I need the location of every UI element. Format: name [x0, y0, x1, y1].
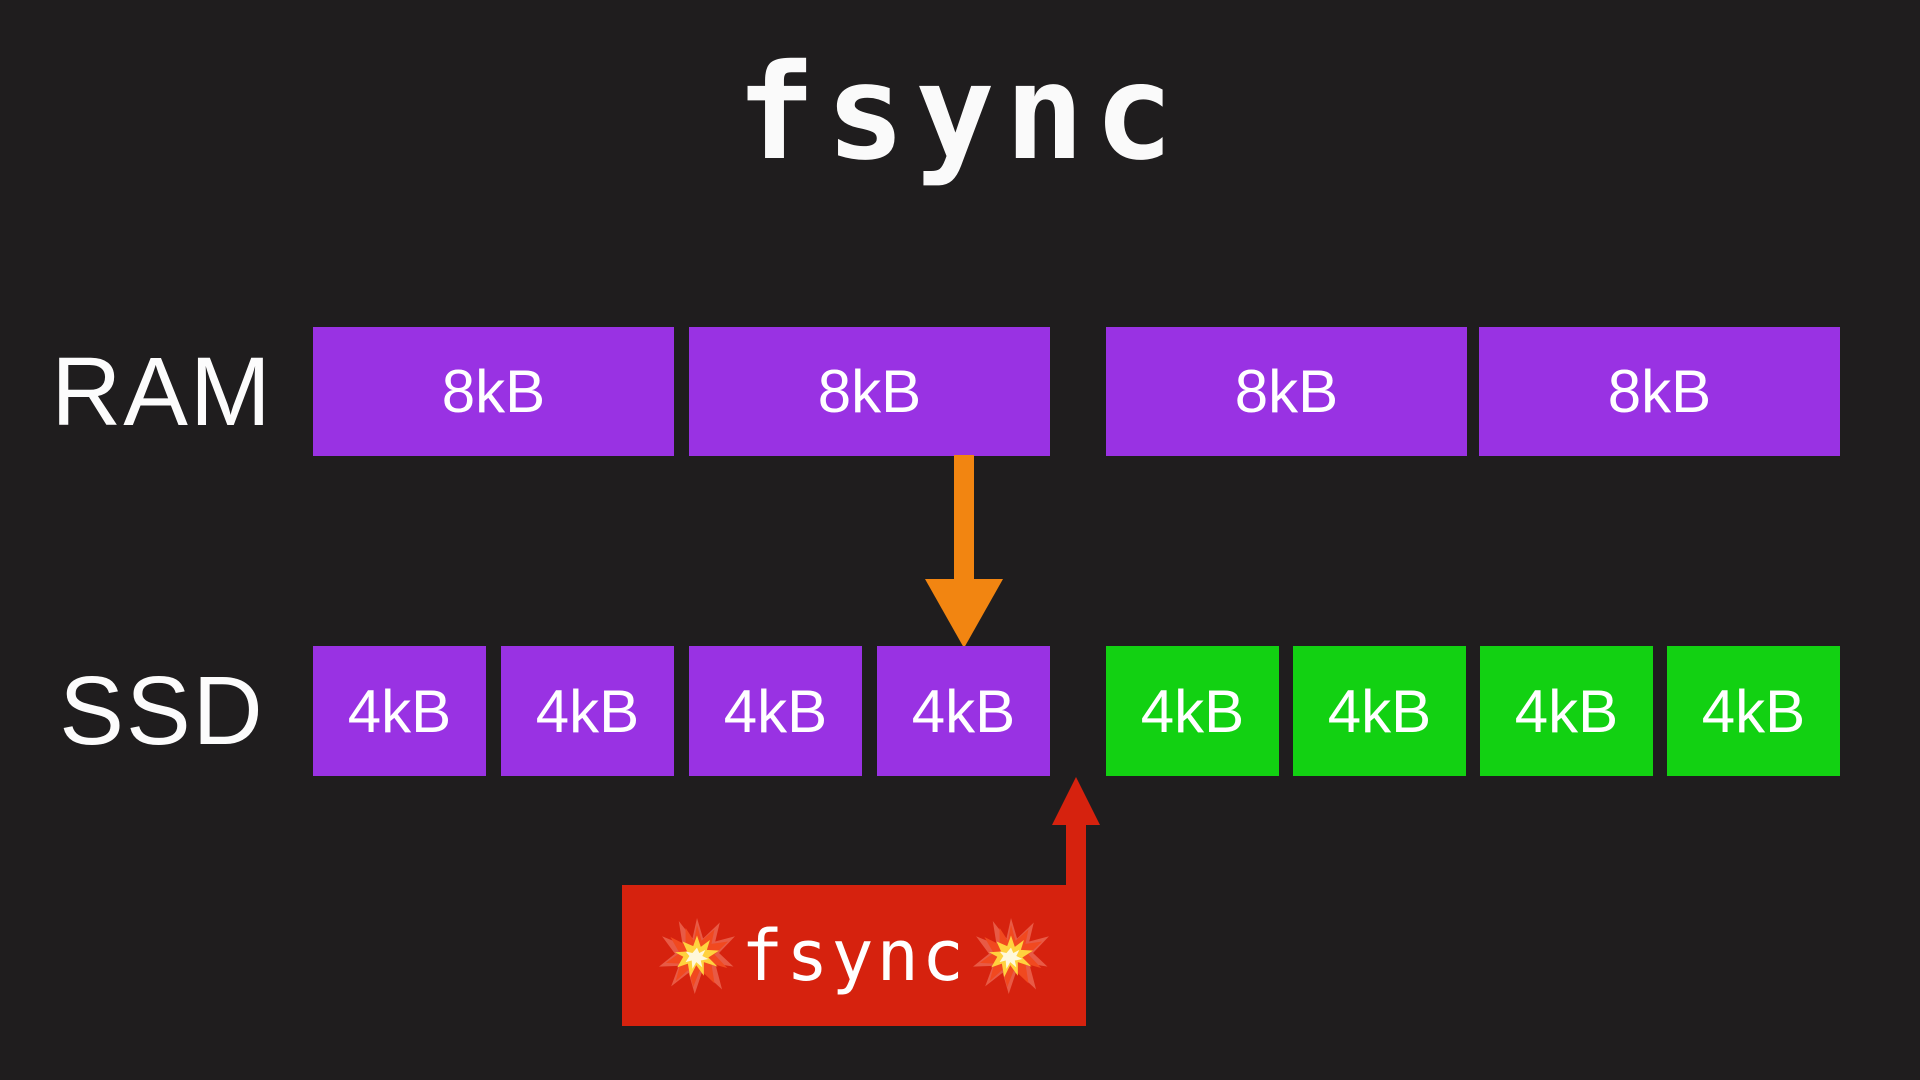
ssd-block-synced: 4kB [1106, 646, 1279, 776]
ssd-block-label: 4kB [535, 677, 640, 745]
arrow-shaft [1066, 823, 1086, 887]
ram-block: 8kB [1106, 327, 1467, 456]
ram-block: 8kB [1479, 327, 1840, 456]
ssd-block-label: 4kB [723, 677, 828, 745]
ram-block-label: 8kB [817, 358, 922, 425]
ssd-block-dirty: 4kB [501, 646, 674, 776]
ssd-block-synced: 4kB [1667, 646, 1840, 776]
ssd-block-synced: 4kB [1480, 646, 1653, 776]
ram-block-label: 8kB [1607, 358, 1712, 425]
arrow-head [925, 579, 1003, 648]
ram-block: 8kB [689, 327, 1050, 456]
fsync-badge: fsync [622, 885, 1086, 1026]
ssd-block-label: 4kB [347, 677, 452, 745]
ssd-block-label: 4kB [911, 677, 1016, 745]
ram-block-label: 8kB [1234, 358, 1339, 425]
page-title: fsync [736, 36, 1184, 190]
ssd-row-label: SSD [59, 656, 265, 765]
ssd-block-dirty: 4kB [689, 646, 862, 776]
arrow-head [1052, 777, 1100, 825]
ssd-block-synced: 4kB [1293, 646, 1466, 776]
fsync-badge-label: fsync [741, 914, 967, 997]
ssd-block-label: 4kB [1140, 677, 1245, 745]
ram-block: 8kB [313, 327, 674, 456]
explosion-icon [659, 917, 736, 994]
ssd-block-label: 4kB [1327, 677, 1432, 745]
arrow-shaft [954, 455, 974, 581]
ssd-block-label: 4kB [1514, 677, 1619, 745]
ssd-block-dirty: 4kB [313, 646, 486, 776]
ssd-block-dirty: 4kB [877, 646, 1050, 776]
ram-block-label: 8kB [441, 358, 546, 425]
ssd-block-label: 4kB [1701, 677, 1806, 745]
ram-row-label: RAM [51, 337, 273, 446]
explosion-icon [972, 917, 1049, 994]
